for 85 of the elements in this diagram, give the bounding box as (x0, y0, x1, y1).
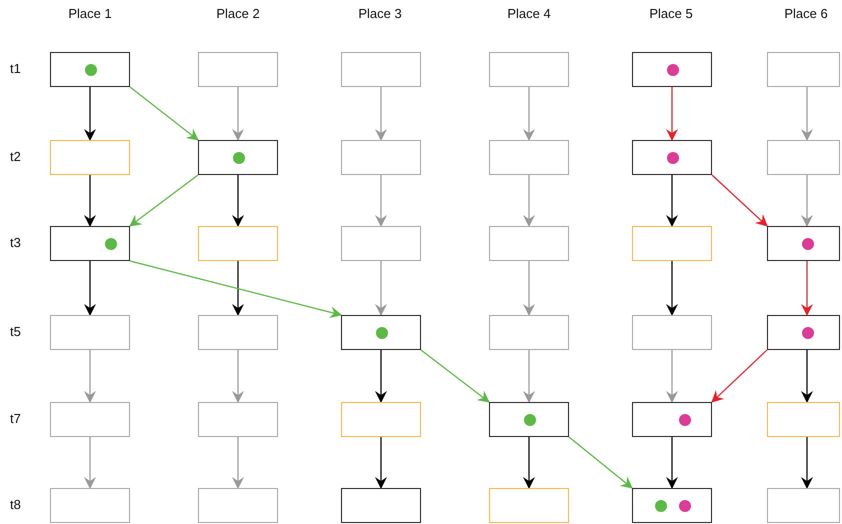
arrow (666, 175, 678, 227)
arrow (375, 261, 387, 316)
arrow (375, 175, 387, 227)
arrow (84, 87, 96, 141)
state-box (489, 315, 569, 350)
state-box (767, 226, 840, 261)
state-box (198, 140, 278, 175)
arrow (666, 437, 678, 489)
arrow (801, 261, 813, 316)
state-box (767, 52, 840, 87)
arrow (129, 174, 198, 227)
state-box (50, 402, 130, 437)
arrow (130, 86, 199, 141)
state-box (632, 488, 712, 523)
row-label: t7 (10, 411, 21, 426)
arrow (84, 350, 96, 403)
arrow (232, 437, 244, 489)
state-box (632, 140, 712, 175)
state-box (198, 315, 278, 350)
arrow (84, 437, 96, 489)
state-box (198, 52, 278, 87)
arrow (523, 175, 535, 227)
arrow (375, 350, 387, 403)
column-header: Place 2 (216, 6, 260, 21)
arrow (232, 87, 244, 141)
arrow (523, 261, 535, 316)
state-box (632, 315, 712, 350)
state-box (632, 52, 712, 87)
state-box (341, 52, 421, 87)
state-box (341, 140, 421, 175)
arrow (666, 261, 678, 316)
state-box (50, 140, 130, 175)
arrow (232, 350, 244, 403)
arrow (801, 350, 813, 403)
state-box (489, 140, 569, 175)
column-header: Place 6 (784, 6, 828, 21)
state-box (341, 402, 421, 437)
arrow (711, 350, 768, 403)
row-label: t3 (10, 235, 21, 250)
state-box (489, 226, 569, 261)
arrow (666, 350, 678, 403)
arrow (523, 87, 535, 141)
arrow (130, 260, 342, 318)
row-label: t8 (10, 497, 21, 512)
state-box (198, 226, 278, 261)
state-box (50, 52, 130, 87)
state-box (767, 140, 840, 175)
arrow (801, 175, 813, 227)
arrow (375, 437, 387, 489)
state-box (767, 402, 840, 437)
arrow (420, 350, 490, 403)
state-box (767, 315, 840, 350)
arrow (232, 261, 244, 316)
arrow (801, 87, 813, 141)
column-header: Place 3 (358, 6, 402, 21)
column-header: Place 1 (68, 6, 112, 21)
state-box (198, 488, 278, 523)
state-box (767, 488, 840, 523)
state-box (489, 52, 569, 87)
arrow (232, 175, 244, 227)
column-header: Place 4 (507, 6, 551, 21)
state-box (50, 488, 130, 523)
arrow (712, 174, 768, 227)
arrow (666, 87, 678, 141)
state-box (50, 315, 130, 350)
arrow (801, 437, 813, 489)
state-box (198, 402, 278, 437)
row-label: t1 (10, 61, 21, 76)
state-box (341, 488, 421, 523)
arrow (84, 175, 96, 227)
state-box (341, 315, 421, 350)
state-box (632, 402, 712, 437)
state-box (341, 226, 421, 261)
arrow (523, 350, 535, 403)
state-box (50, 226, 130, 261)
state-box (489, 402, 569, 437)
row-label: t2 (10, 149, 21, 164)
state-box (489, 488, 569, 523)
arrow (375, 87, 387, 141)
arrow (568, 436, 633, 489)
row-label: t5 (10, 324, 21, 339)
state-box (632, 226, 712, 261)
column-header: Place 5 (649, 6, 693, 21)
arrow (523, 437, 535, 489)
arrow (84, 261, 96, 316)
